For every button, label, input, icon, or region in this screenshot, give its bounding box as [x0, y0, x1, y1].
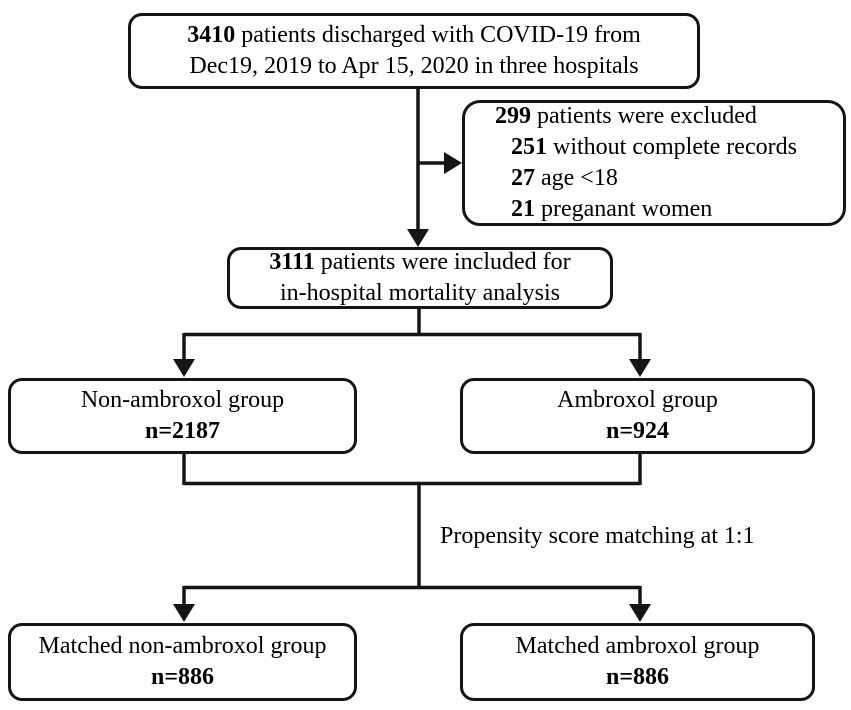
- matched-non-ambroxol-title: Matched non-ambroxol group: [38, 633, 327, 659]
- propensity-matching-label: Propensity score matching at 1:1: [440, 523, 755, 549]
- included-patients-line1: 3111 patients were included for: [269, 249, 571, 275]
- excluded-total-line: 299 patients were excluded: [495, 103, 757, 129]
- discharged-count: 3410: [187, 22, 236, 48]
- arrow-top-to-included: [407, 88, 429, 247]
- excluded-reason-pregnant: 21 preganant women: [511, 196, 713, 222]
- discharged-patients-box: 3410 patients discharged with COVID-19 f…: [128, 13, 700, 89]
- non-ambroxol-group-title: Non-ambroxol group: [80, 387, 285, 413]
- excluded-reason-records: 251 without complete records: [511, 134, 797, 160]
- arrow-branch-to-excluded: [417, 152, 462, 174]
- discharged-patients-line1: 3410 patients discharged with COVID-19 f…: [187, 22, 641, 48]
- matched-ambroxol-title: Matched ambroxol group: [515, 633, 760, 659]
- discharged-patients-line2: Dec19, 2019 to Apr 15, 2020 in three hos…: [189, 53, 639, 79]
- non-ambroxol-group-box: Non-ambroxol group n=2187: [8, 378, 357, 454]
- ambroxol-group-title: Ambroxol group: [557, 387, 718, 413]
- excluded-reason-age: 27 age <18: [511, 165, 618, 191]
- included-patients-line2: in-hospital mortality analysis: [280, 280, 560, 306]
- matched-ambroxol-n: n=886: [605, 664, 670, 690]
- non-ambroxol-group-n: n=2187: [144, 418, 221, 444]
- ambroxol-group-box: Ambroxol group n=924: [460, 378, 815, 454]
- split-included-to-groups: [173, 308, 651, 377]
- included-patients-box: 3111 patients were included for in-hospi…: [227, 247, 613, 309]
- ambroxol-group-n: n=924: [605, 418, 670, 444]
- included-count: 3111: [269, 249, 315, 275]
- excluded-patients-box: 299 patients were excluded 251 without c…: [462, 100, 846, 226]
- merge-and-split-psm: [173, 453, 651, 622]
- matched-ambroxol-group-box: Matched ambroxol group n=886: [460, 623, 815, 701]
- matched-non-ambroxol-group-box: Matched non-ambroxol group n=886: [8, 623, 357, 701]
- matched-non-ambroxol-n: n=886: [150, 664, 215, 690]
